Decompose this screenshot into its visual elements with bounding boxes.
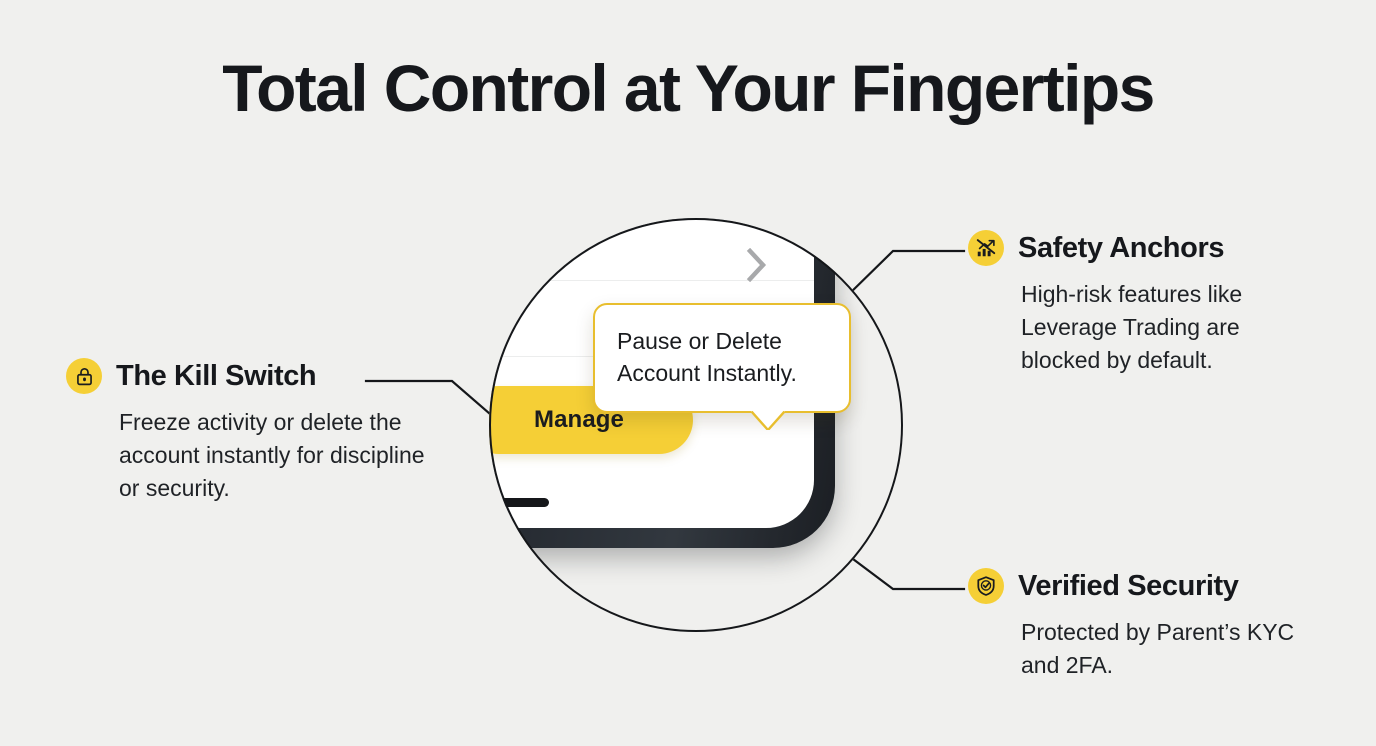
label-safety-anchors-title: Safety Anchors: [1018, 231, 1225, 264]
tooltip-callout: Pause or Delete Account Instantly.: [593, 303, 851, 430]
label-verified-security-head: Verified Security: [968, 568, 1308, 604]
shield-check-icon: [968, 568, 1004, 604]
page-title: Total Control at Your Fingertips: [222, 51, 1155, 125]
label-safety-anchors-head: Safety Anchors: [968, 230, 1298, 266]
home-indicator-bar: [489, 498, 549, 507]
label-kill-switch: The Kill Switch Freeze activity or delet…: [66, 358, 446, 505]
label-safety-anchors-body: High-risk features like Leverage Trading…: [1021, 281, 1243, 373]
label-kill-switch-title: The Kill Switch: [116, 359, 317, 392]
label-kill-switch-head: The Kill Switch: [66, 358, 446, 394]
label-safety-anchors: Safety Anchors High-risk features like L…: [968, 230, 1298, 377]
tooltip-pointer: [751, 411, 785, 430]
chevron-right-icon[interactable]: [746, 248, 768, 282]
blocked-chart-icon: [968, 230, 1004, 266]
list-row-divider: [489, 280, 814, 281]
magnifier-circle: Manage: [489, 218, 903, 632]
label-kill-switch-body: Freeze activity or delete the account in…: [119, 409, 425, 501]
label-verified-security-body: Protected by Parent’s KYC and 2FA.: [1021, 619, 1295, 678]
lock-icon: [66, 358, 102, 394]
label-verified-security: Verified Security Protected by Parent’s …: [968, 568, 1308, 682]
tooltip-line-1: Pause or Delete: [617, 328, 782, 354]
tooltip-line-2: Account Instantly.: [617, 360, 797, 386]
label-verified-security-title: Verified Security: [1018, 569, 1239, 602]
